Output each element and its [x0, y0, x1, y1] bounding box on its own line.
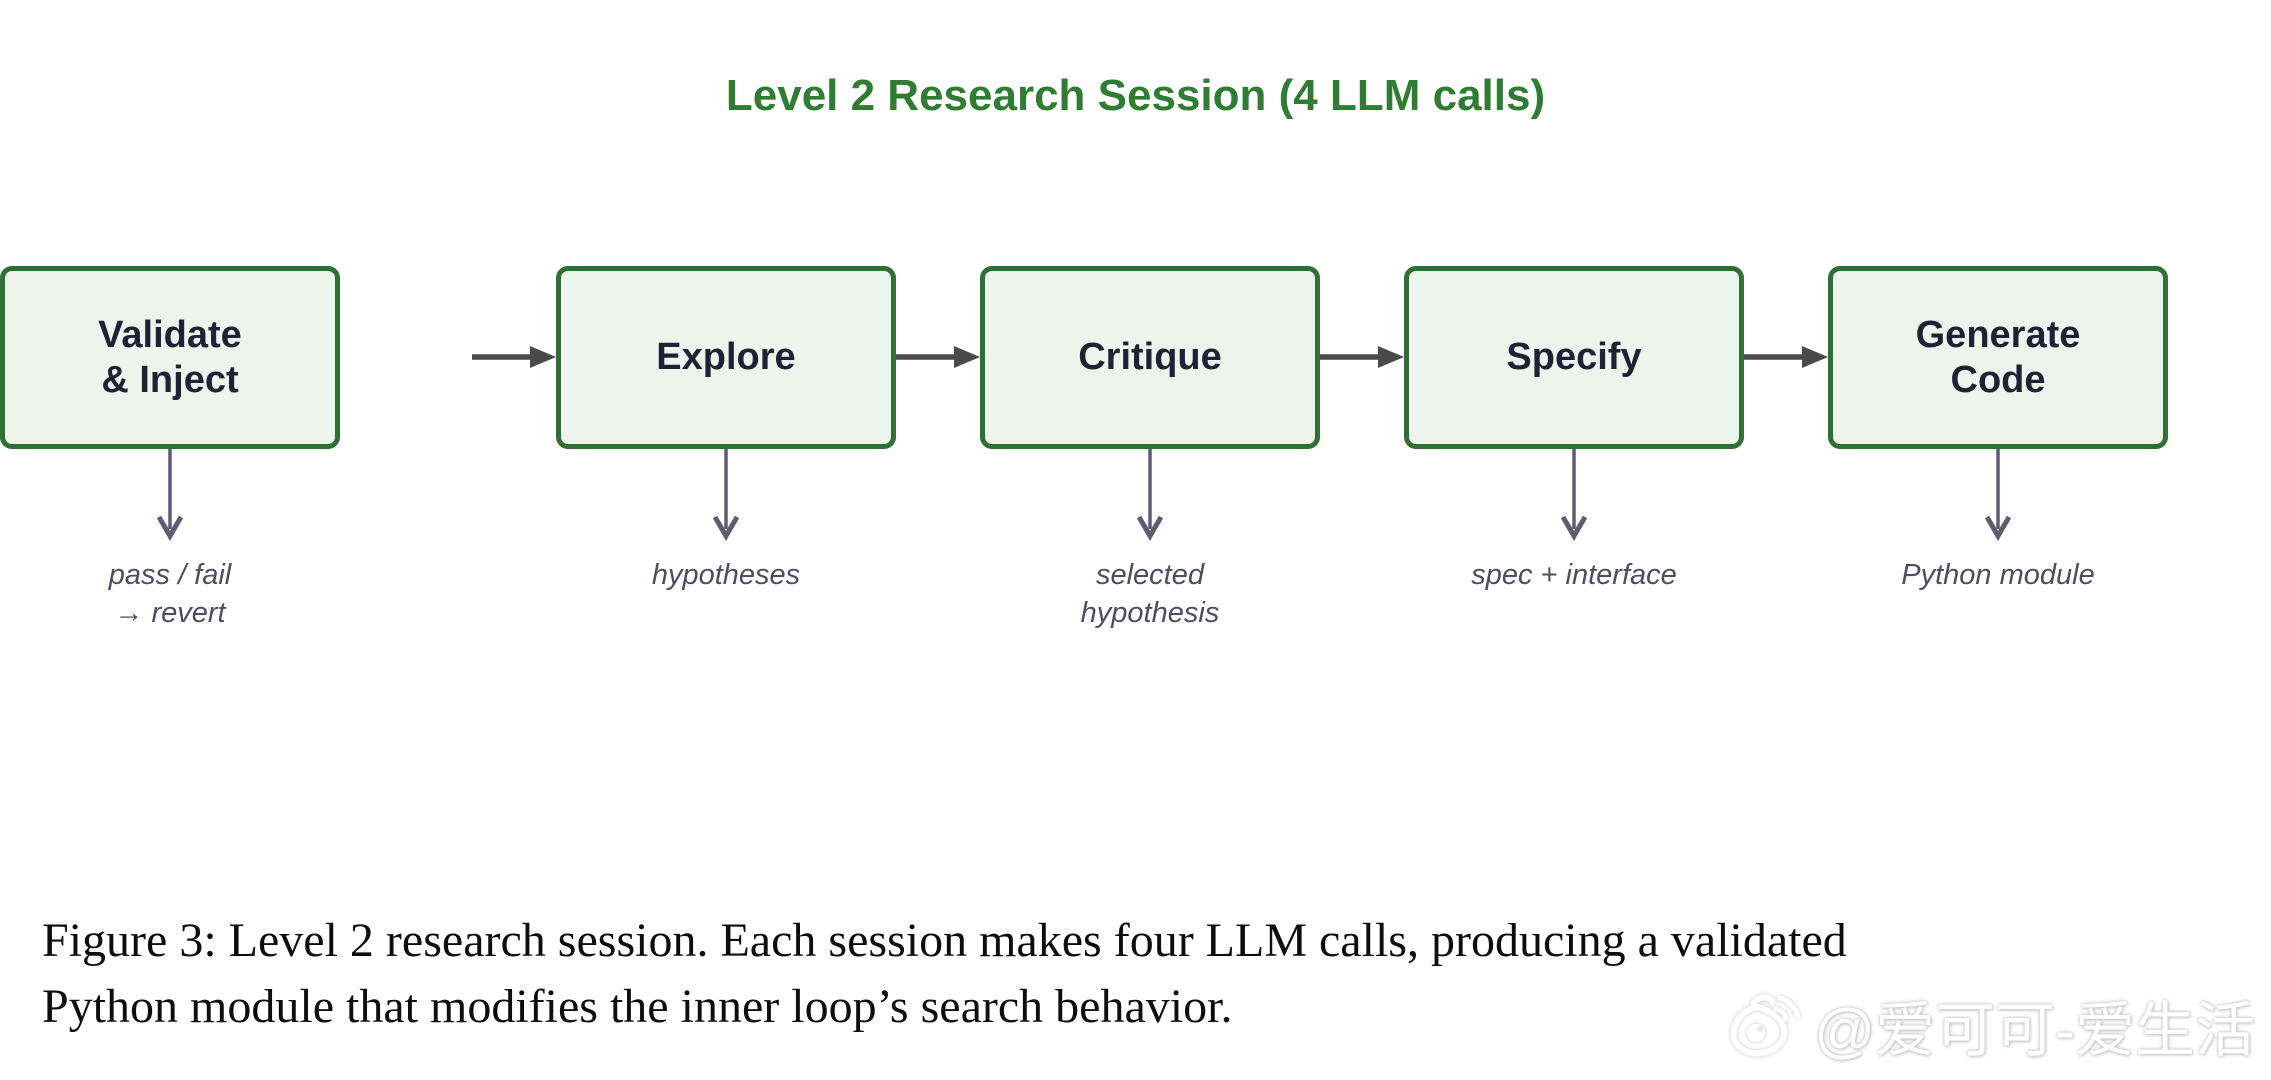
node-critique: Critique — [980, 266, 1320, 449]
watermark: @爱可可-爱生活 — [1728, 982, 2255, 1069]
weibo-icon — [1730, 993, 1801, 1056]
flow-arrow-icon — [472, 346, 556, 368]
flow-arrow-icon — [1320, 346, 1404, 368]
step-output-label: pass / fail → revert — [108, 559, 232, 629]
node-label: Critique — [1078, 336, 1222, 379]
node-label: Code — [1950, 358, 2046, 401]
node-label: Validate — [98, 313, 242, 356]
flow-step-generate-code: Generate Code Python module — [1828, 266, 2168, 595]
diagram-title: Level 2 Research Session (4 LLM calls) — [725, 71, 1546, 120]
step-output-label: hypotheses — [651, 559, 801, 591]
output-arrow-icon — [156, 449, 184, 541]
node-label: Specify — [1506, 336, 1642, 379]
output-arrow-icon — [1560, 449, 1588, 541]
caption-line-1: Figure 3: Level 2 research session. Each… — [42, 914, 1847, 967]
node-explore: Explore — [556, 266, 896, 449]
figure-caption: Figure 3: Level 2 research session. Each… — [42, 908, 1847, 1040]
output-arrow-icon — [712, 449, 740, 541]
flow-step-validate-inject: Validate & Inject pass / fail → revert — [0, 266, 340, 632]
watermark-text: @爱可可-爱生活 — [1814, 997, 2255, 1064]
node-specify: Specify — [1404, 266, 1744, 449]
node-label: & Inject — [101, 358, 239, 401]
flow-step-explore: Explore hypotheses — [556, 266, 896, 595]
flow-step-critique: Critique selected hypothesis — [980, 266, 1320, 632]
step-output-label: Python module — [1901, 559, 2095, 591]
caption-line-2: Python module that modifies the inner lo… — [42, 980, 1233, 1033]
flow-arrow-icon — [1744, 346, 1828, 368]
node-label: Generate — [1915, 313, 2081, 356]
node-validate-inject: Validate & Inject — [0, 266, 340, 449]
output-arrow-icon — [1984, 449, 2012, 541]
node-label: Explore — [656, 336, 796, 379]
output-arrow-icon — [1136, 449, 1164, 541]
node-generate-code: Generate Code — [1828, 266, 2168, 449]
step-output-label: spec + interface — [1471, 559, 1677, 591]
flow-arrow-icon — [896, 346, 980, 368]
flow-step-specify: Specify spec + interface — [1404, 266, 1744, 595]
step-output-label: selected hypothesis — [1080, 559, 1220, 629]
